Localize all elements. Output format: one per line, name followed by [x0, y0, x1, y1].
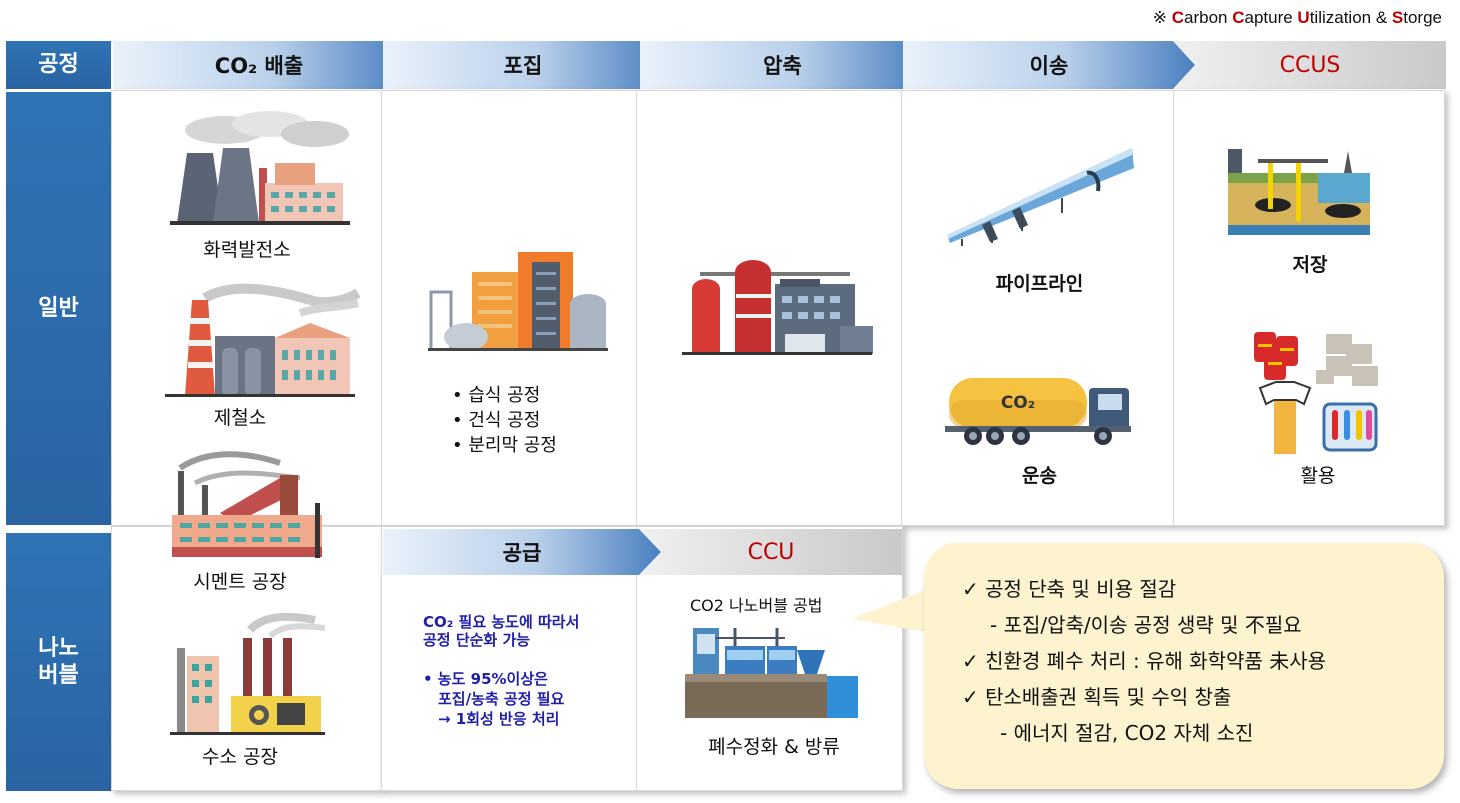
- divider: [636, 90, 637, 526]
- co2-truck-icon: CO₂: [945, 378, 1131, 445]
- divider: [636, 526, 637, 791]
- benefit-item: ✓ 탄소배출권 획득 및 수익 창출: [962, 685, 1232, 709]
- capture-plant-icon: [428, 252, 608, 351]
- emission-hydrogen-plant: 수소 공장: [202, 746, 278, 768]
- benefit-sub: - 포집/압축/이송 공정 생략 및 不필요: [990, 613, 1302, 637]
- truck-co2-label: CO₂: [1001, 393, 1035, 413]
- transport-pipeline: 파이프라인: [995, 273, 1084, 295]
- steel-mill-icon: [165, 283, 360, 397]
- step-emission: CO₂ 배출: [113, 41, 405, 89]
- divider: [901, 90, 902, 526]
- supply-header: 공급: [383, 529, 661, 575]
- ccus-footnote: ※ Carbon Capture Utilization & Storge: [1152, 8, 1442, 27]
- supply-bullet-1: • 농도 95%이상은: [423, 670, 548, 688]
- emission-cement-plant: 시멘트 공장: [193, 571, 287, 593]
- ccus-utilization: 활용: [1300, 465, 1336, 487]
- emission-steel-mill: 제철소: [213, 407, 267, 429]
- benefit-item: ✓ 공정 단축 및 비용 절감: [962, 577, 1177, 601]
- benefit-item: ✓ 친환경 폐수 처리 : 유해 화학약품 未사용: [962, 649, 1327, 673]
- utilization-icon: [1254, 332, 1378, 454]
- power-plant-icon: [170, 111, 350, 225]
- capture-method: 건식 공정: [452, 408, 557, 433]
- benefit-sub: - 에너지 절감, CO2 자체 소진: [1000, 721, 1254, 745]
- capture-method: 분리막 공정: [452, 433, 557, 458]
- ccu-result: 폐수정화 & 방류: [708, 736, 840, 758]
- emission-power-plant: 화력발전소: [203, 239, 291, 261]
- bubble-pointer: [852, 587, 932, 633]
- capture-methods: 습식 공정 건식 공정 분리막 공정: [452, 383, 557, 458]
- divider: [381, 90, 382, 526]
- supply-line-2: 공정 단순화 가능: [423, 631, 531, 649]
- hydrogen-plant-icon: [170, 612, 326, 735]
- row-general: 일반: [6, 92, 111, 525]
- ccus-storage: 저장: [1292, 254, 1328, 276]
- step-capture: 포집: [383, 41, 663, 89]
- wastewater-plant-icon: [685, 628, 858, 718]
- transport-truck: 운송: [1022, 465, 1057, 487]
- cement-plant-icon: [172, 451, 322, 558]
- step-transport: 이송: [903, 41, 1195, 89]
- supply-bullet-3: → 1회성 반응 처리: [438, 710, 560, 728]
- process-header: 공정: [6, 41, 111, 89]
- ccu-header: CCU: [640, 529, 902, 575]
- ccus-header: CCUS: [1174, 41, 1446, 89]
- supply-line-1: CO₂ 필요 농도에 따라서: [423, 613, 580, 631]
- compression-plant-icon: [682, 260, 873, 355]
- benefits-list: ✓ 공정 단축 및 비용 절감 - 포집/압축/이송 공정 생략 및 不필요 ✓…: [962, 571, 1326, 751]
- supply-bullet-2: 포집/농축 공정 필요: [438, 690, 565, 708]
- pipeline-icon: [947, 148, 1134, 246]
- benefits-bubble: [924, 543, 1444, 789]
- row-nanobubble: 나노 버블: [6, 533, 111, 791]
- storage-icon: [1228, 149, 1370, 235]
- capture-method: 습식 공정: [452, 383, 557, 408]
- ccu-method: CO2 나노버블 공법: [690, 596, 823, 615]
- divider: [1173, 90, 1174, 526]
- step-compression: 압축: [640, 41, 925, 89]
